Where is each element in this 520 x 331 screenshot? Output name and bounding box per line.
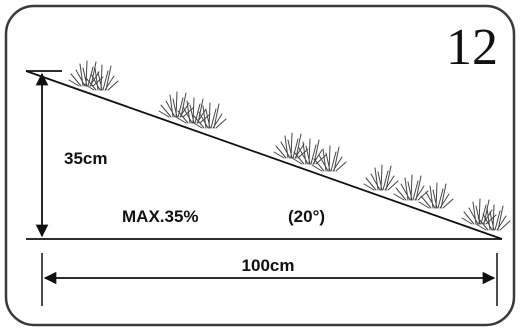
step-number: 12 [446, 19, 498, 76]
max-slope-label: MAX.35% [122, 207, 199, 226]
angle-label: (20°) [288, 207, 325, 226]
length-label: 100cm [242, 256, 295, 275]
height-label: 35cm [64, 149, 107, 168]
card-frame [4, 4, 516, 327]
slope-line [25, 70, 503, 240]
